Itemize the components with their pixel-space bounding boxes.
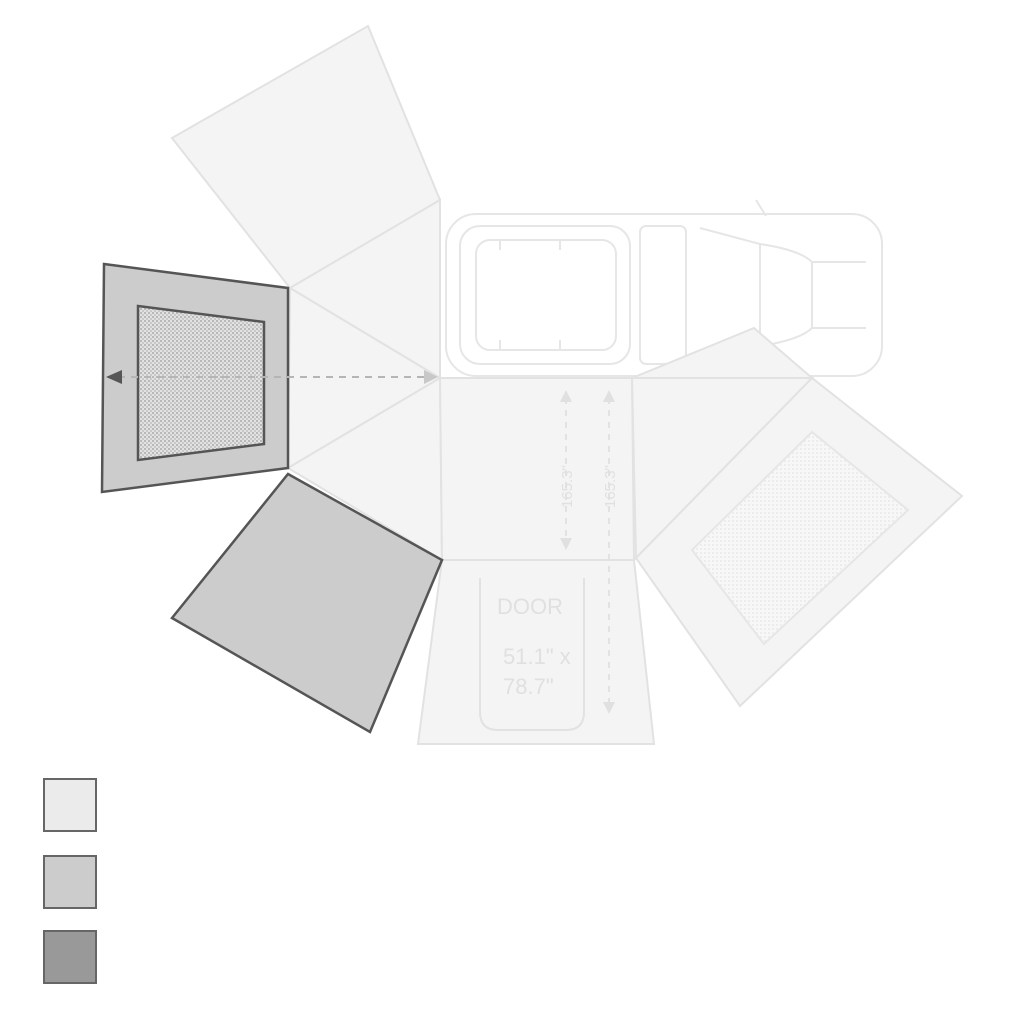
door-size-line1: 51.1" x [503, 644, 571, 669]
dimension-marker-left: 165.3" [559, 390, 576, 550]
extension-arrow [106, 370, 438, 384]
highlighted-mesh-window [136, 304, 266, 462]
right-mesh-window [690, 430, 910, 646]
door-panel [416, 559, 656, 745]
door-size-line2: 78.7" [503, 674, 554, 699]
depth-label-left: 165.3" [559, 465, 576, 508]
door-label: DOOR [497, 594, 563, 619]
dimension-marker-right: 165.3" [602, 390, 619, 714]
depth-label-right: 165.3" [602, 465, 619, 508]
legend-swatch-light [43, 778, 97, 832]
legend-swatch-dark [43, 930, 97, 984]
door-opening [479, 578, 585, 731]
legend-swatch-medium [43, 855, 97, 909]
vehicle-outline [445, 199, 883, 377]
highlighted-lower-panel [170, 472, 444, 734]
right-triangle-panel [631, 326, 815, 379]
